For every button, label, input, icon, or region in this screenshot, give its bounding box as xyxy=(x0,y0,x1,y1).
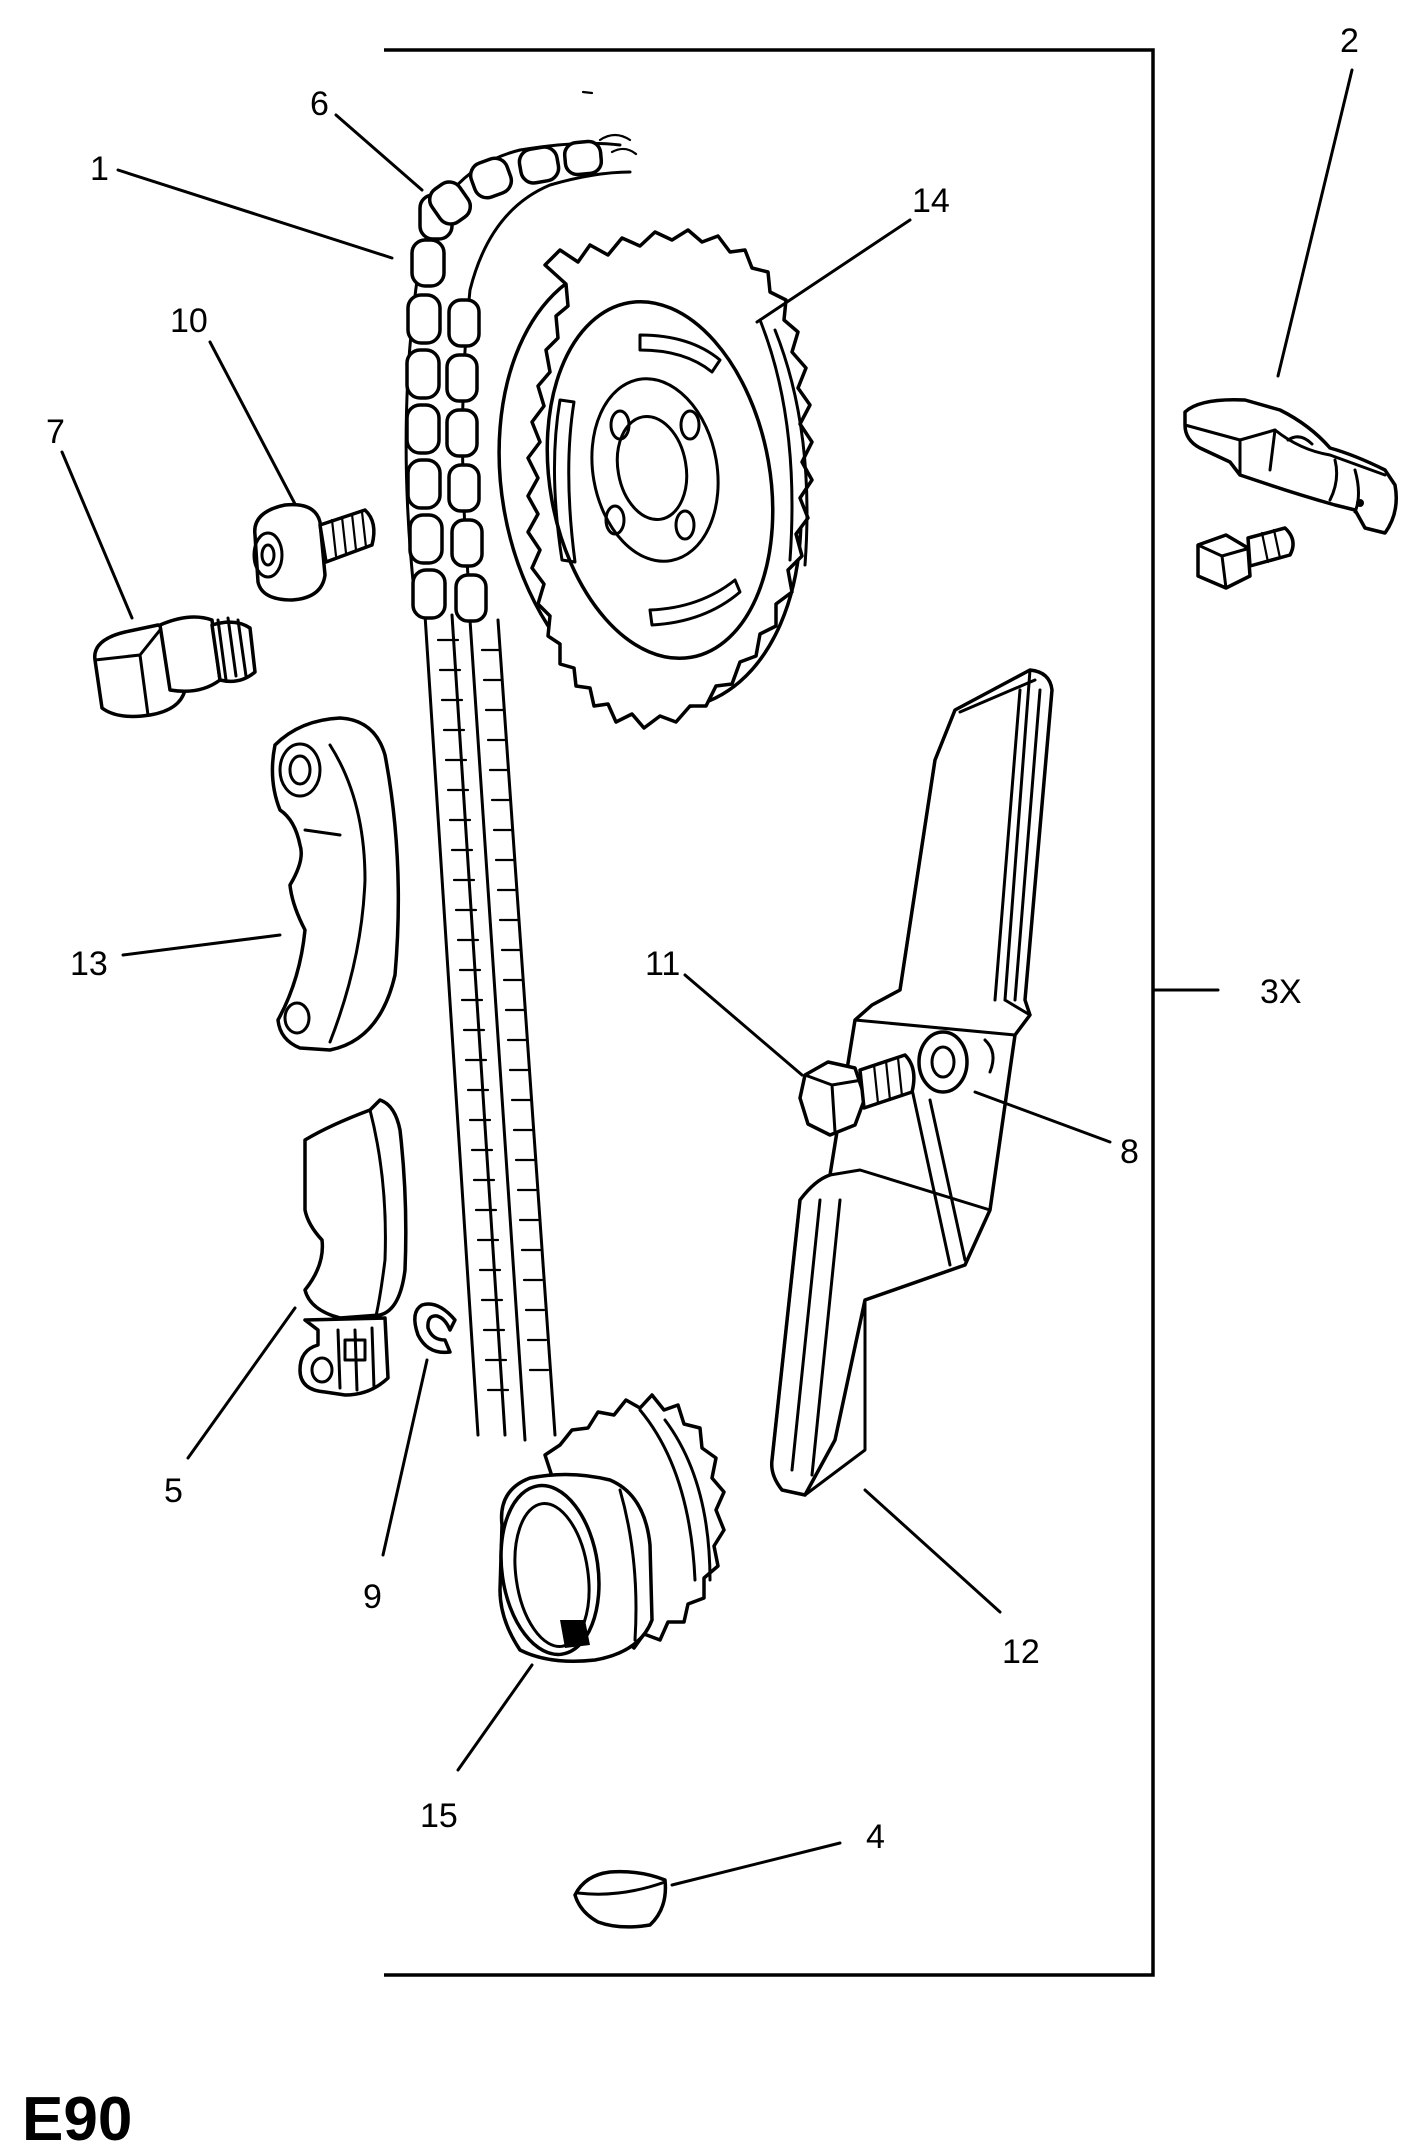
callout-1: 1 xyxy=(90,150,109,188)
leader-12 xyxy=(863,1488,1002,1614)
callout-2: 2 xyxy=(1340,22,1359,60)
leader-13 xyxy=(121,933,282,957)
tensioner-shoe xyxy=(270,716,401,1052)
chain-damper xyxy=(298,1098,408,1397)
leader-15 xyxy=(456,1663,534,1772)
callout-15: 15 xyxy=(420,1797,458,1835)
crankshaft-sprocket xyxy=(498,1393,726,1663)
woodruff-key xyxy=(573,1869,668,1929)
leader-2 xyxy=(1276,68,1354,378)
callout-7: 7 xyxy=(46,413,65,451)
washer xyxy=(917,1030,995,1094)
leader-4 xyxy=(670,1841,842,1887)
guide-bolt xyxy=(798,1053,916,1137)
diagram-code: E90 xyxy=(22,2085,132,2154)
group-bracket-frame xyxy=(384,48,1155,1977)
leader-9 xyxy=(381,1358,429,1557)
callout-4: 4 xyxy=(866,1818,885,1856)
callout-13: 13 xyxy=(70,945,108,983)
leader-7 xyxy=(60,450,134,620)
leader-6 xyxy=(334,113,424,192)
callout-10: 10 xyxy=(170,302,208,340)
timing-chain xyxy=(404,90,638,1442)
callout-3x: 3X xyxy=(1260,973,1302,1011)
leader-5 xyxy=(186,1306,297,1460)
leader-1 xyxy=(116,168,394,260)
callout-5: 5 xyxy=(164,1472,183,1510)
leader-11 xyxy=(683,973,804,1077)
tensioner-plunger xyxy=(93,615,257,719)
callout-12: 12 xyxy=(1002,1633,1040,1671)
callout-8: 8 xyxy=(1120,1133,1139,1171)
snap-ring xyxy=(413,1302,457,1355)
leader-8 xyxy=(973,1090,1112,1144)
leader-14 xyxy=(755,218,912,324)
callout-11: 11 xyxy=(645,945,680,983)
callout-6: 6 xyxy=(310,85,329,123)
callout-9: 9 xyxy=(363,1578,382,1616)
bracket-and-bolt xyxy=(1183,398,1398,590)
cap-screw xyxy=(252,502,376,602)
leader-10 xyxy=(208,340,297,506)
camshaft-sprocket xyxy=(497,228,814,730)
callout-14: 14 xyxy=(912,182,950,220)
